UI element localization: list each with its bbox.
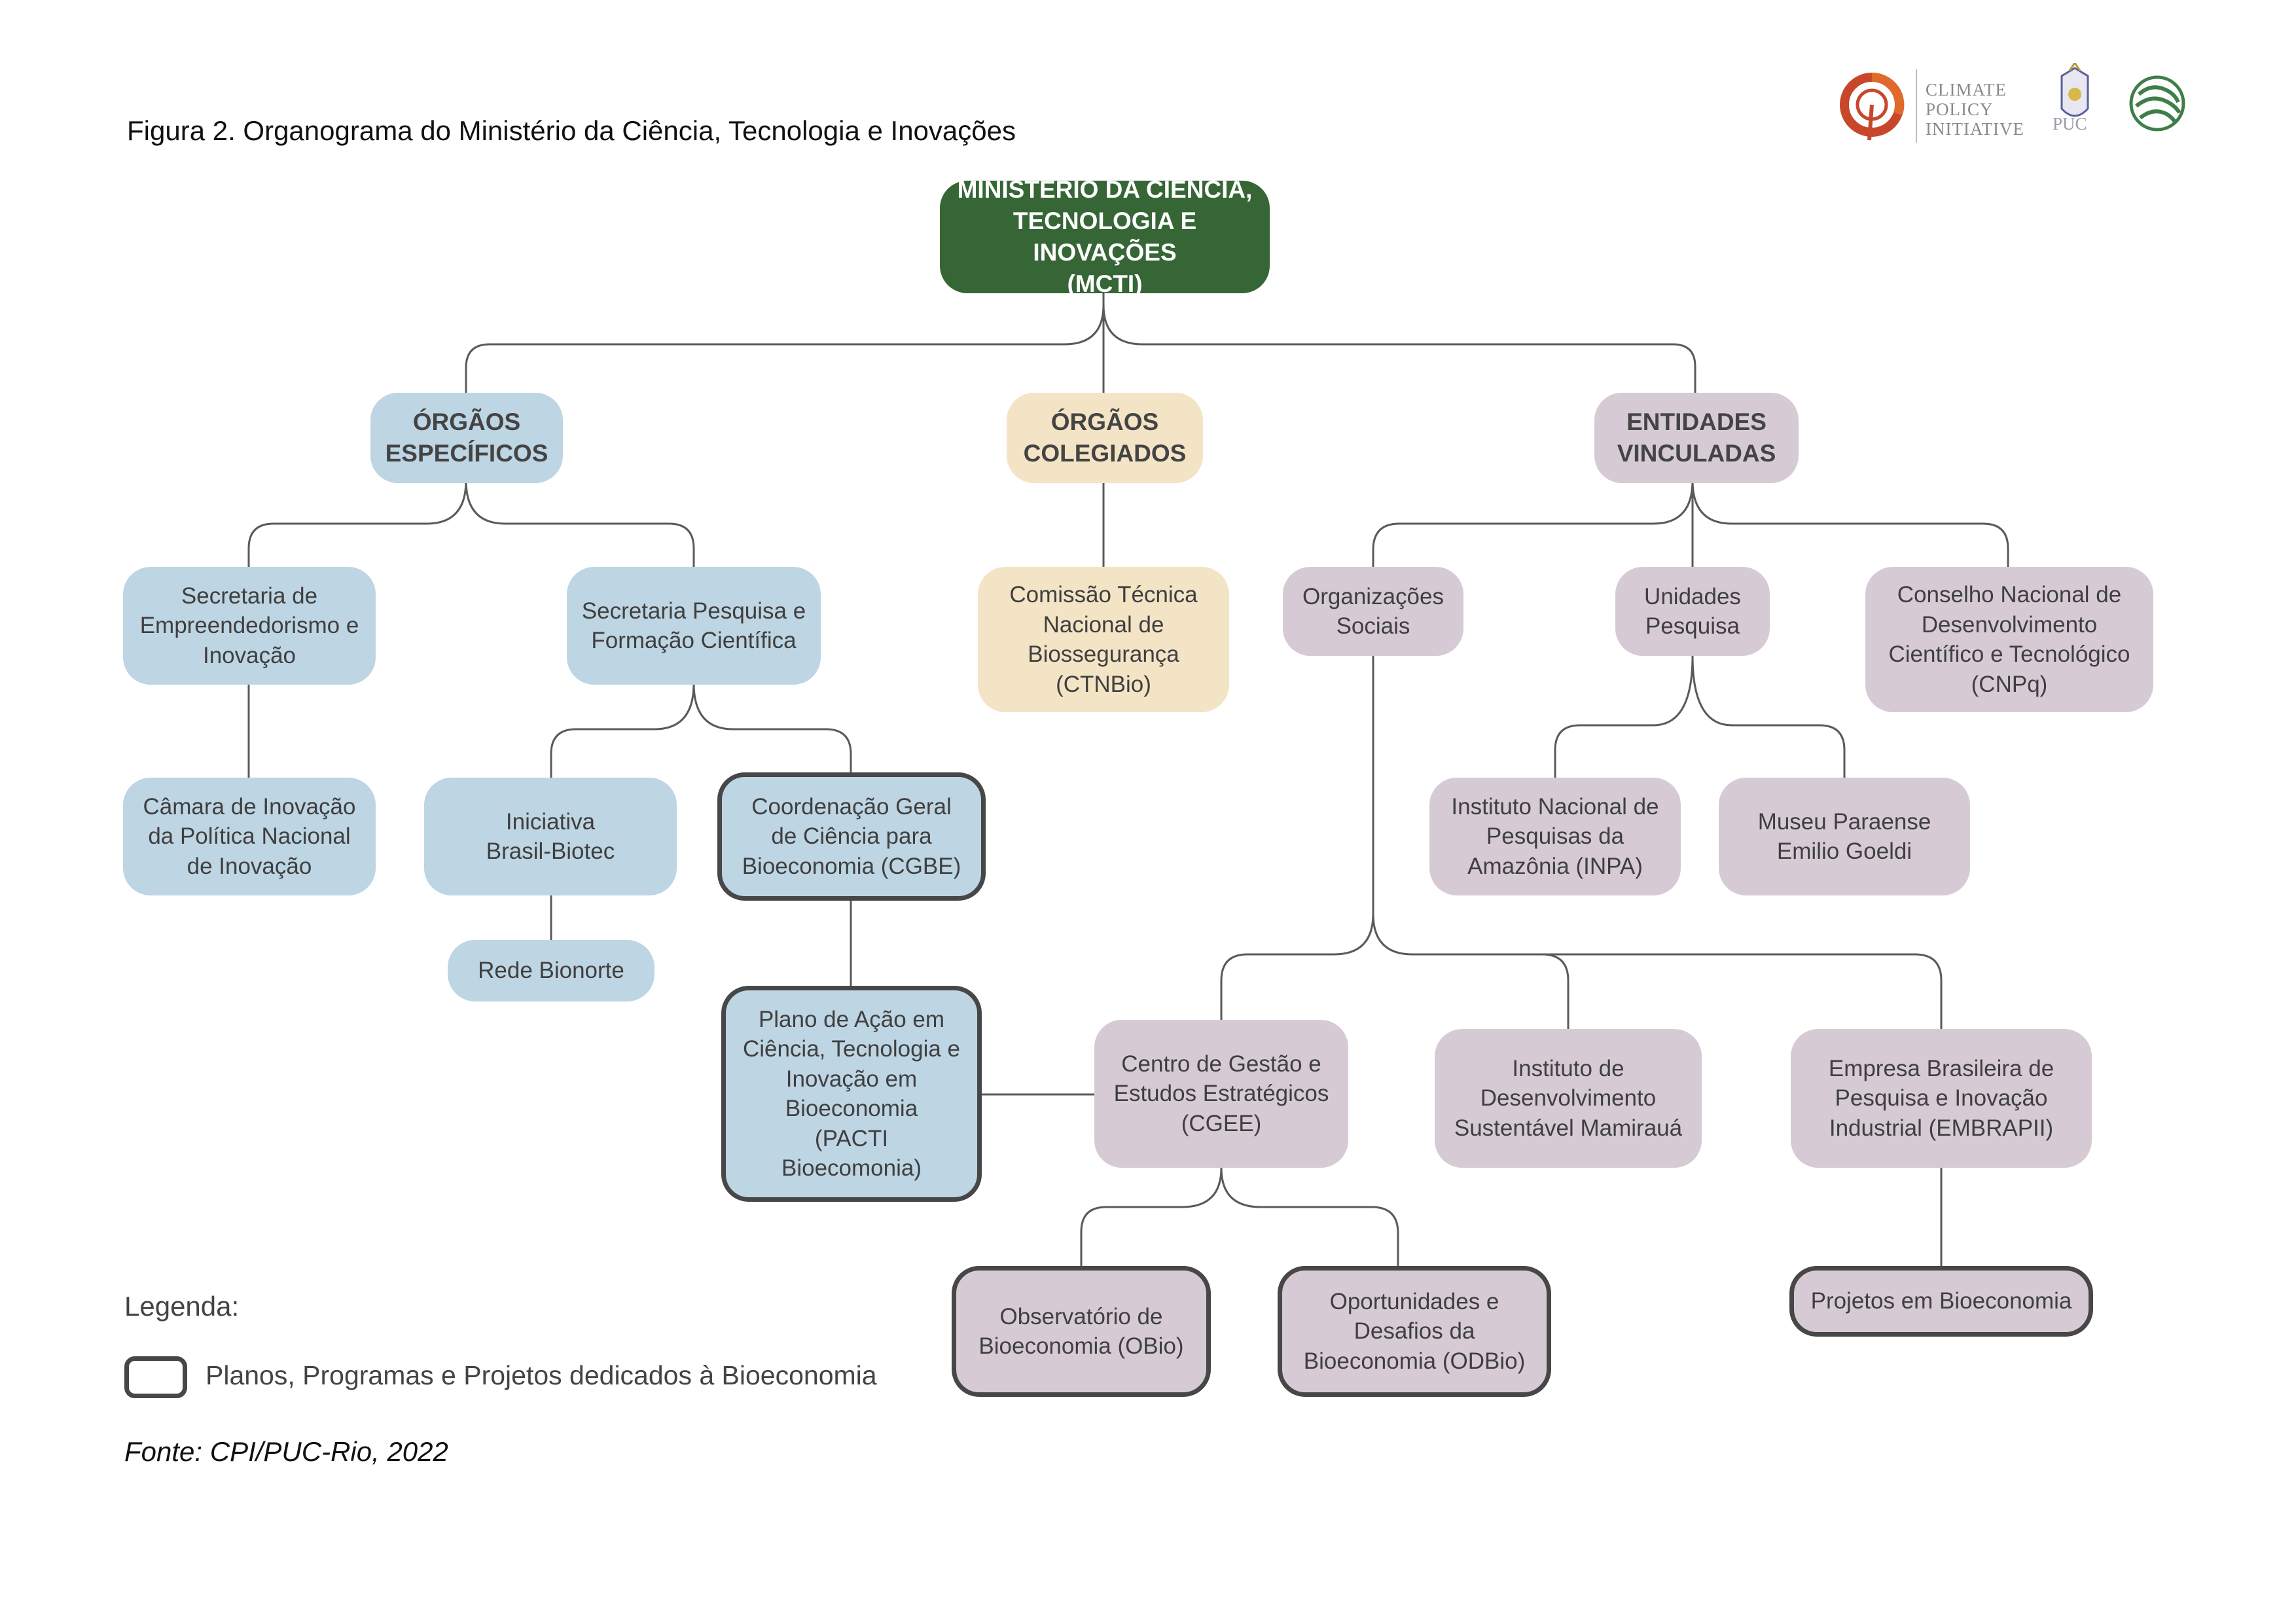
- connector-cgee: [1080, 1167, 1399, 1270]
- node-obio: Observatório de Bioeconomia (OBio): [952, 1266, 1211, 1397]
- cpi-wordmark: CLIMATE POLICY INITIATIVE: [1926, 80, 2024, 139]
- legend-item-label: Planos, Programas e Projetos dedicados à…: [206, 1360, 877, 1390]
- node-embrapii: Empresa Brasileira de Pesquisa e Inovaçã…: [1791, 1029, 2092, 1168]
- connector-sec-pesquisa: [550, 683, 852, 778]
- node-sec-empreendedorismo: Secretaria de Empreendedorismo e Inovaçã…: [123, 567, 376, 685]
- node-inpa: Instituto Nacional de Pesquisas da Amazô…: [1429, 778, 1681, 895]
- node-mcti: MINISTÉRIO DA CIÊNCIA, TECNOLOGIA E INOV…: [940, 176, 1270, 297]
- node-sec-pesquisa: Secretaria Pesquisa e Formação Científic…: [567, 567, 821, 685]
- node-cgee: Centro de Gestão e Estudos Estratégicos …: [1094, 1020, 1348, 1168]
- node-org-sociais: Organizações Sociais: [1283, 567, 1463, 656]
- figure-title: Figura 2. Organograma do Ministério da C…: [127, 115, 1016, 146]
- node-odbio: Oportunidades e Desafios da Bioeconomia …: [1278, 1266, 1551, 1397]
- connector-mcti: [465, 288, 1696, 395]
- connector-entidades-vinculadas: [1372, 480, 2009, 567]
- puc-crest-icon: [2060, 63, 2089, 117]
- node-camara-inovacao: Câmara de Inovação da Política Nacional …: [123, 778, 376, 895]
- connector-org-sociais: [1220, 656, 1943, 1029]
- node-iniciativa-brasil-biotec: Iniciativa Brasil-Biotec: [424, 778, 677, 895]
- node-unidades-pesquisa: Unidades Pesquisa: [1615, 567, 1770, 656]
- source-note: Fonte: CPI/PUC-Rio, 2022: [124, 1436, 448, 1467]
- node-entidades-vinculadas: ENTIDADES VINCULADAS: [1594, 393, 1799, 483]
- node-orgaos-especificos: ÓRGÃOS ESPECÍFICOS: [370, 393, 563, 483]
- node-mamiraua: Instituto de Desenvolvimento Sustentável…: [1435, 1029, 1702, 1168]
- connector-orgaos-especificos: [247, 480, 695, 567]
- node-museu-goeldi: Museu Paraense Emilio Goeldi: [1719, 778, 1970, 895]
- logos: [1840, 63, 2185, 143]
- forest-seal-icon: [2129, 75, 2185, 132]
- cpi-logo-icon: [1840, 72, 1905, 141]
- node-pacti: Plano de Ação em Ciência, Tecnologia e I…: [721, 986, 982, 1202]
- node-rede-bionorte: Rede Bionorte: [448, 940, 655, 1001]
- legend-swatch: [124, 1356, 187, 1398]
- node-cnpq: Conselho Nacional de Desenvolvimento Cie…: [1865, 567, 2153, 712]
- puc-wordmark: PUC: [2053, 114, 2087, 134]
- node-projetos-bioeconomia: Projetos em Bioeconomia: [1789, 1266, 2093, 1337]
- node-ctnbio: Comissão Técnica Nacional de Biosseguran…: [978, 567, 1229, 712]
- node-cgbe: Coordenação Geral de Ciência para Bioeco…: [717, 772, 986, 901]
- node-orgaos-colegiados: ÓRGÃOS COLEGIADOS: [1007, 393, 1203, 483]
- connector-unidades-pesquisa: [1554, 655, 1846, 778]
- legend-title: Legenda:: [124, 1291, 240, 1322]
